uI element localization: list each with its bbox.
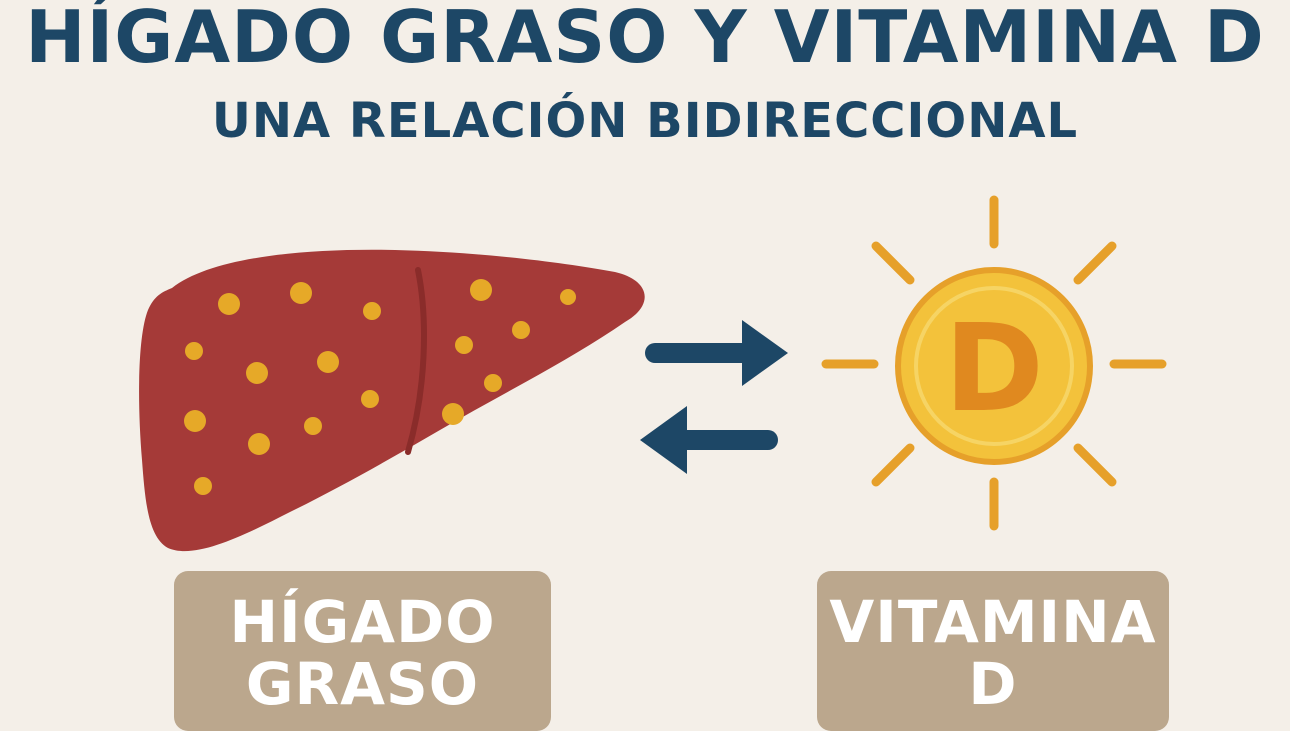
- fatty-liver-illustration: [139, 249, 645, 552]
- fat-dot: [248, 433, 270, 455]
- sun-inner-ring: [914, 286, 1074, 446]
- fat-dot: [185, 342, 203, 360]
- fat-dot: [304, 417, 322, 435]
- fat-deposits: [184, 279, 576, 495]
- liver-label-line-1: HÍGADO: [229, 588, 496, 656]
- liver-label-line-2: GRASO: [245, 650, 480, 718]
- sun-letter: D: [944, 300, 1044, 439]
- fat-dot: [470, 279, 492, 301]
- vitamin-d-label-line-2: D: [968, 650, 1018, 718]
- liver-label-box: HÍGADO GRASO: [174, 571, 551, 731]
- vitamin-d-label-line-1: VITAMINA: [829, 588, 1157, 656]
- fat-dot: [512, 321, 530, 339]
- fat-dot: [184, 410, 206, 432]
- liver-lobe-divider: [405, 267, 427, 455]
- page-subtitle: UNA RELACIÓN BIDIRECCIONAL: [211, 93, 1079, 149]
- fat-dot: [194, 477, 212, 495]
- fat-dot: [317, 351, 339, 373]
- sun-disc: [895, 267, 1093, 465]
- fat-dot: [361, 390, 379, 408]
- fat-dot: [484, 374, 502, 392]
- page-title: HÍGADO GRASO Y VITAMINA D: [25, 0, 1265, 79]
- fat-dot: [363, 302, 381, 320]
- fat-dot: [246, 362, 268, 384]
- vitamin-d-sun: D: [821, 195, 1167, 531]
- fat-dot: [290, 282, 312, 304]
- fat-dot: [218, 293, 240, 315]
- sun-rays: [821, 195, 1167, 531]
- arrow-right-icon: [645, 320, 788, 386]
- arrow-left-icon: [640, 406, 778, 474]
- fat-dot: [442, 403, 464, 425]
- vitamin-d-label-box: VITAMINA D: [817, 571, 1169, 731]
- fat-dot: [455, 336, 473, 354]
- fat-dot: [560, 289, 576, 305]
